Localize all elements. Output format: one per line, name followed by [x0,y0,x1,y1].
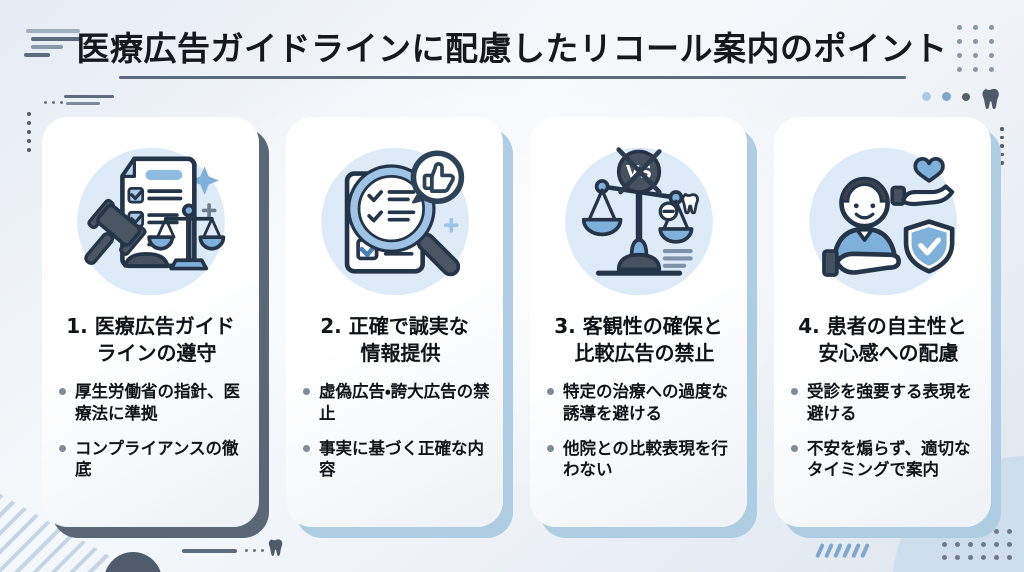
bullet-text: 不安を煽らず、適切なタイミングで案内 [807,438,971,480]
card-patient-autonomy: 4. 患者の自主性と安心感への配慮 受診を強要する表現を避ける 不安を煽らず、適… [774,117,991,527]
card-accurate-information: 2. 正確で誠実な情報提供 虚偽広告・誇大広告の禁止 事実に基づく正確な内容 [286,117,503,527]
mini-dots-icon [44,101,63,104]
dots-grid-top-right-icon [957,25,994,72]
card-4-bullets: 受診を強要する表現を避ける 不安を煽らず、適切なタイミングで案内 [774,381,991,481]
mini-dots-icon [245,549,264,552]
cards-row: 1. 医療広告ガイドラインの遵守 厚生労働省の指針、医療法に準拠 コンプライアン… [42,117,991,527]
bullet-dot-icon [547,388,554,396]
tooth-icon [268,539,283,556]
bullet-dot-icon [59,444,66,452]
vertical-dots-left-icon [27,112,31,152]
circle-decoration [104,552,162,572]
page-title: 医療広告ガイドラインに配慮したリコール案内のポイント [76,29,948,68]
line-decoration [182,549,237,553]
card-1-title: 1. 医療広告ガイドラインの遵守 [66,314,235,365]
bullet-dot-icon [791,444,798,452]
bullet-item: 他院との比較表現を行わない [547,438,735,482]
bullet-dot-icon [59,388,66,396]
document-gavel-scales-icon [76,147,225,296]
three-dots-icon [922,92,970,101]
vertical-dots-right-icon [1000,127,1004,165]
card-4-title: 4. 患者の自主性と安心感への配慮 [798,314,967,365]
bullet-item: 事実に基づく正確な内容 [303,438,491,482]
bullet-item: 厚生労働省の指針、医療法に準拠 [59,381,247,425]
stagger-lines-decoration-icon [22,29,81,61]
bullet-text: コンプライアンスの徹底 [75,438,239,480]
bullet-item: 虚偽広告・誇大広告の禁止 [303,381,491,425]
bullet-text: 事実に基づく正確な内容 [319,438,484,480]
bullet-dot-icon [303,388,310,396]
card-2-icon-box [286,127,503,305]
card-1-bullets: 厚生労働省の指針、医療法に準拠 コンプライアンスの徹底 [42,381,259,481]
bullet-text: 厚生労働省の指針、医療法に準拠 [75,382,240,423]
bullet-text: 受診を強要する表現を避ける [807,382,972,423]
bullet-text: 虚偽広告・誇大広告の禁止 [319,382,490,423]
tooth-icon [982,88,999,109]
title-underline [119,76,906,79]
card-2-title: 2. 正確で誠実な情報提供 [320,314,469,365]
card-2-bullets: 虚偽広告・誇大広告の禁止 事実に基づく正確な内容 [286,381,503,481]
diagonal-slashes-icon [815,542,870,559]
card-4-icon-box [774,127,991,305]
bullet-dot-icon [547,444,554,452]
magnifier-checklist-thumbs-up-icon [320,147,469,296]
card-1-icon-box [42,127,259,305]
line-decoration [64,95,114,98]
card-3-bullets: 特定の治療への過度な誘導を避ける 他院との比較表現を行わない [530,381,747,481]
bullet-dot-icon [303,444,310,452]
bullet-item: 受診を強要する表現を避ける [791,381,979,425]
bullet-item: コンプライアンスの徹底 [59,438,247,482]
balance-scale-no-comparison-icon: VS [564,147,713,296]
dots-grid-bottom-right-icon [942,529,1012,560]
card-3-title: 3. 客観性の確保と比較広告の禁止 [554,314,723,365]
bullet-text: 特定の治療への過度な誘導を避ける [563,382,728,423]
bullet-item: 特定の治療への過度な誘導を避ける [547,381,735,425]
bullet-text: 他院との比較表現を行わない [563,438,728,480]
line-decoration [66,102,100,105]
bullet-item: 不安を煽らず、適切なタイミングで案内 [791,438,979,482]
card-3-icon-box: VS [530,127,747,305]
patient-care-shield-icon [808,147,957,296]
card-guideline-compliance: 1. 医療広告ガイドラインの遵守 厚生労働省の指針、医療法に準拠 コンプライアン… [42,117,259,527]
bullet-dot-icon [791,388,798,396]
